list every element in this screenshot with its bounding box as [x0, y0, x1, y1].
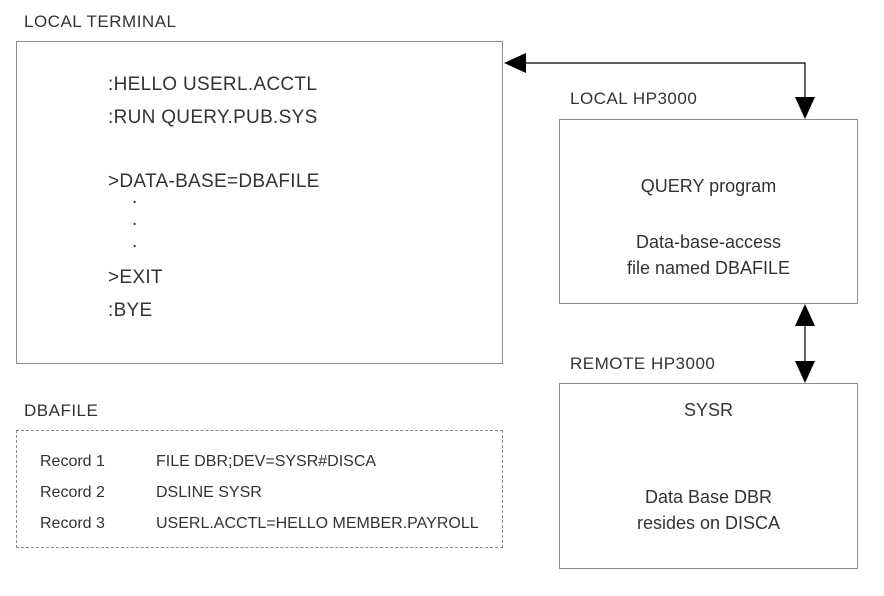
resides-disca-text: resides on DISCA [636, 513, 781, 533]
terminal-line-exit: >EXIT [108, 267, 163, 288]
terminal-line-dot-1: . [132, 187, 138, 208]
query-program-text: QUERY program [640, 176, 777, 196]
record-2-value: DSLINE SYSR [156, 484, 262, 501]
local-terminal-label: LOCAL TERMINAL [24, 12, 177, 31]
dba-file-text-2: file named DBAFILE [626, 258, 791, 278]
dbafile-box [16, 430, 503, 548]
arrowhead-down-icon [795, 361, 815, 383]
terminal-line-run: :RUN QUERY.PUB.SYS [108, 107, 318, 128]
terminal-to-local-connector [504, 53, 815, 119]
terminal-line-dot-2: . [132, 209, 138, 230]
arrowhead-up-icon [795, 304, 815, 326]
sysr-title: SYSR [683, 400, 734, 420]
remote-hp3000-box [559, 383, 858, 569]
remote-hp3000-label: REMOTE HP3000 [570, 354, 716, 373]
local-terminal-box [16, 41, 503, 364]
terminal-line-dot-3: . [132, 231, 138, 252]
arrowhead-left-icon [504, 53, 526, 73]
terminal-line-hello: :HELLO USERL.ACCTL [108, 74, 318, 95]
arrowhead-down-icon [795, 97, 815, 119]
record-1-name: Record 1 [40, 453, 105, 470]
dbafile-label: DBAFILE [24, 401, 99, 420]
record-3-name: Record 3 [40, 515, 105, 532]
database-dbr-text: Data Base DBR [644, 487, 773, 507]
local-to-remote-connector [795, 304, 815, 383]
record-2-name: Record 2 [40, 484, 105, 501]
record-1-value: FILE DBR;DEV=SYSR#DISCA [156, 453, 377, 470]
terminal-line-database: >DATA-BASE=DBAFILE [108, 171, 320, 192]
terminal-line-bye: :BYE [108, 300, 153, 321]
local-hp3000-box [559, 119, 858, 304]
dba-file-text-1: Data-base-access [635, 232, 782, 252]
record-3-value: USERL.ACCTL=HELLO MEMBER.PAYROLL [156, 515, 479, 532]
local-hp3000-label: LOCAL HP3000 [570, 89, 698, 108]
